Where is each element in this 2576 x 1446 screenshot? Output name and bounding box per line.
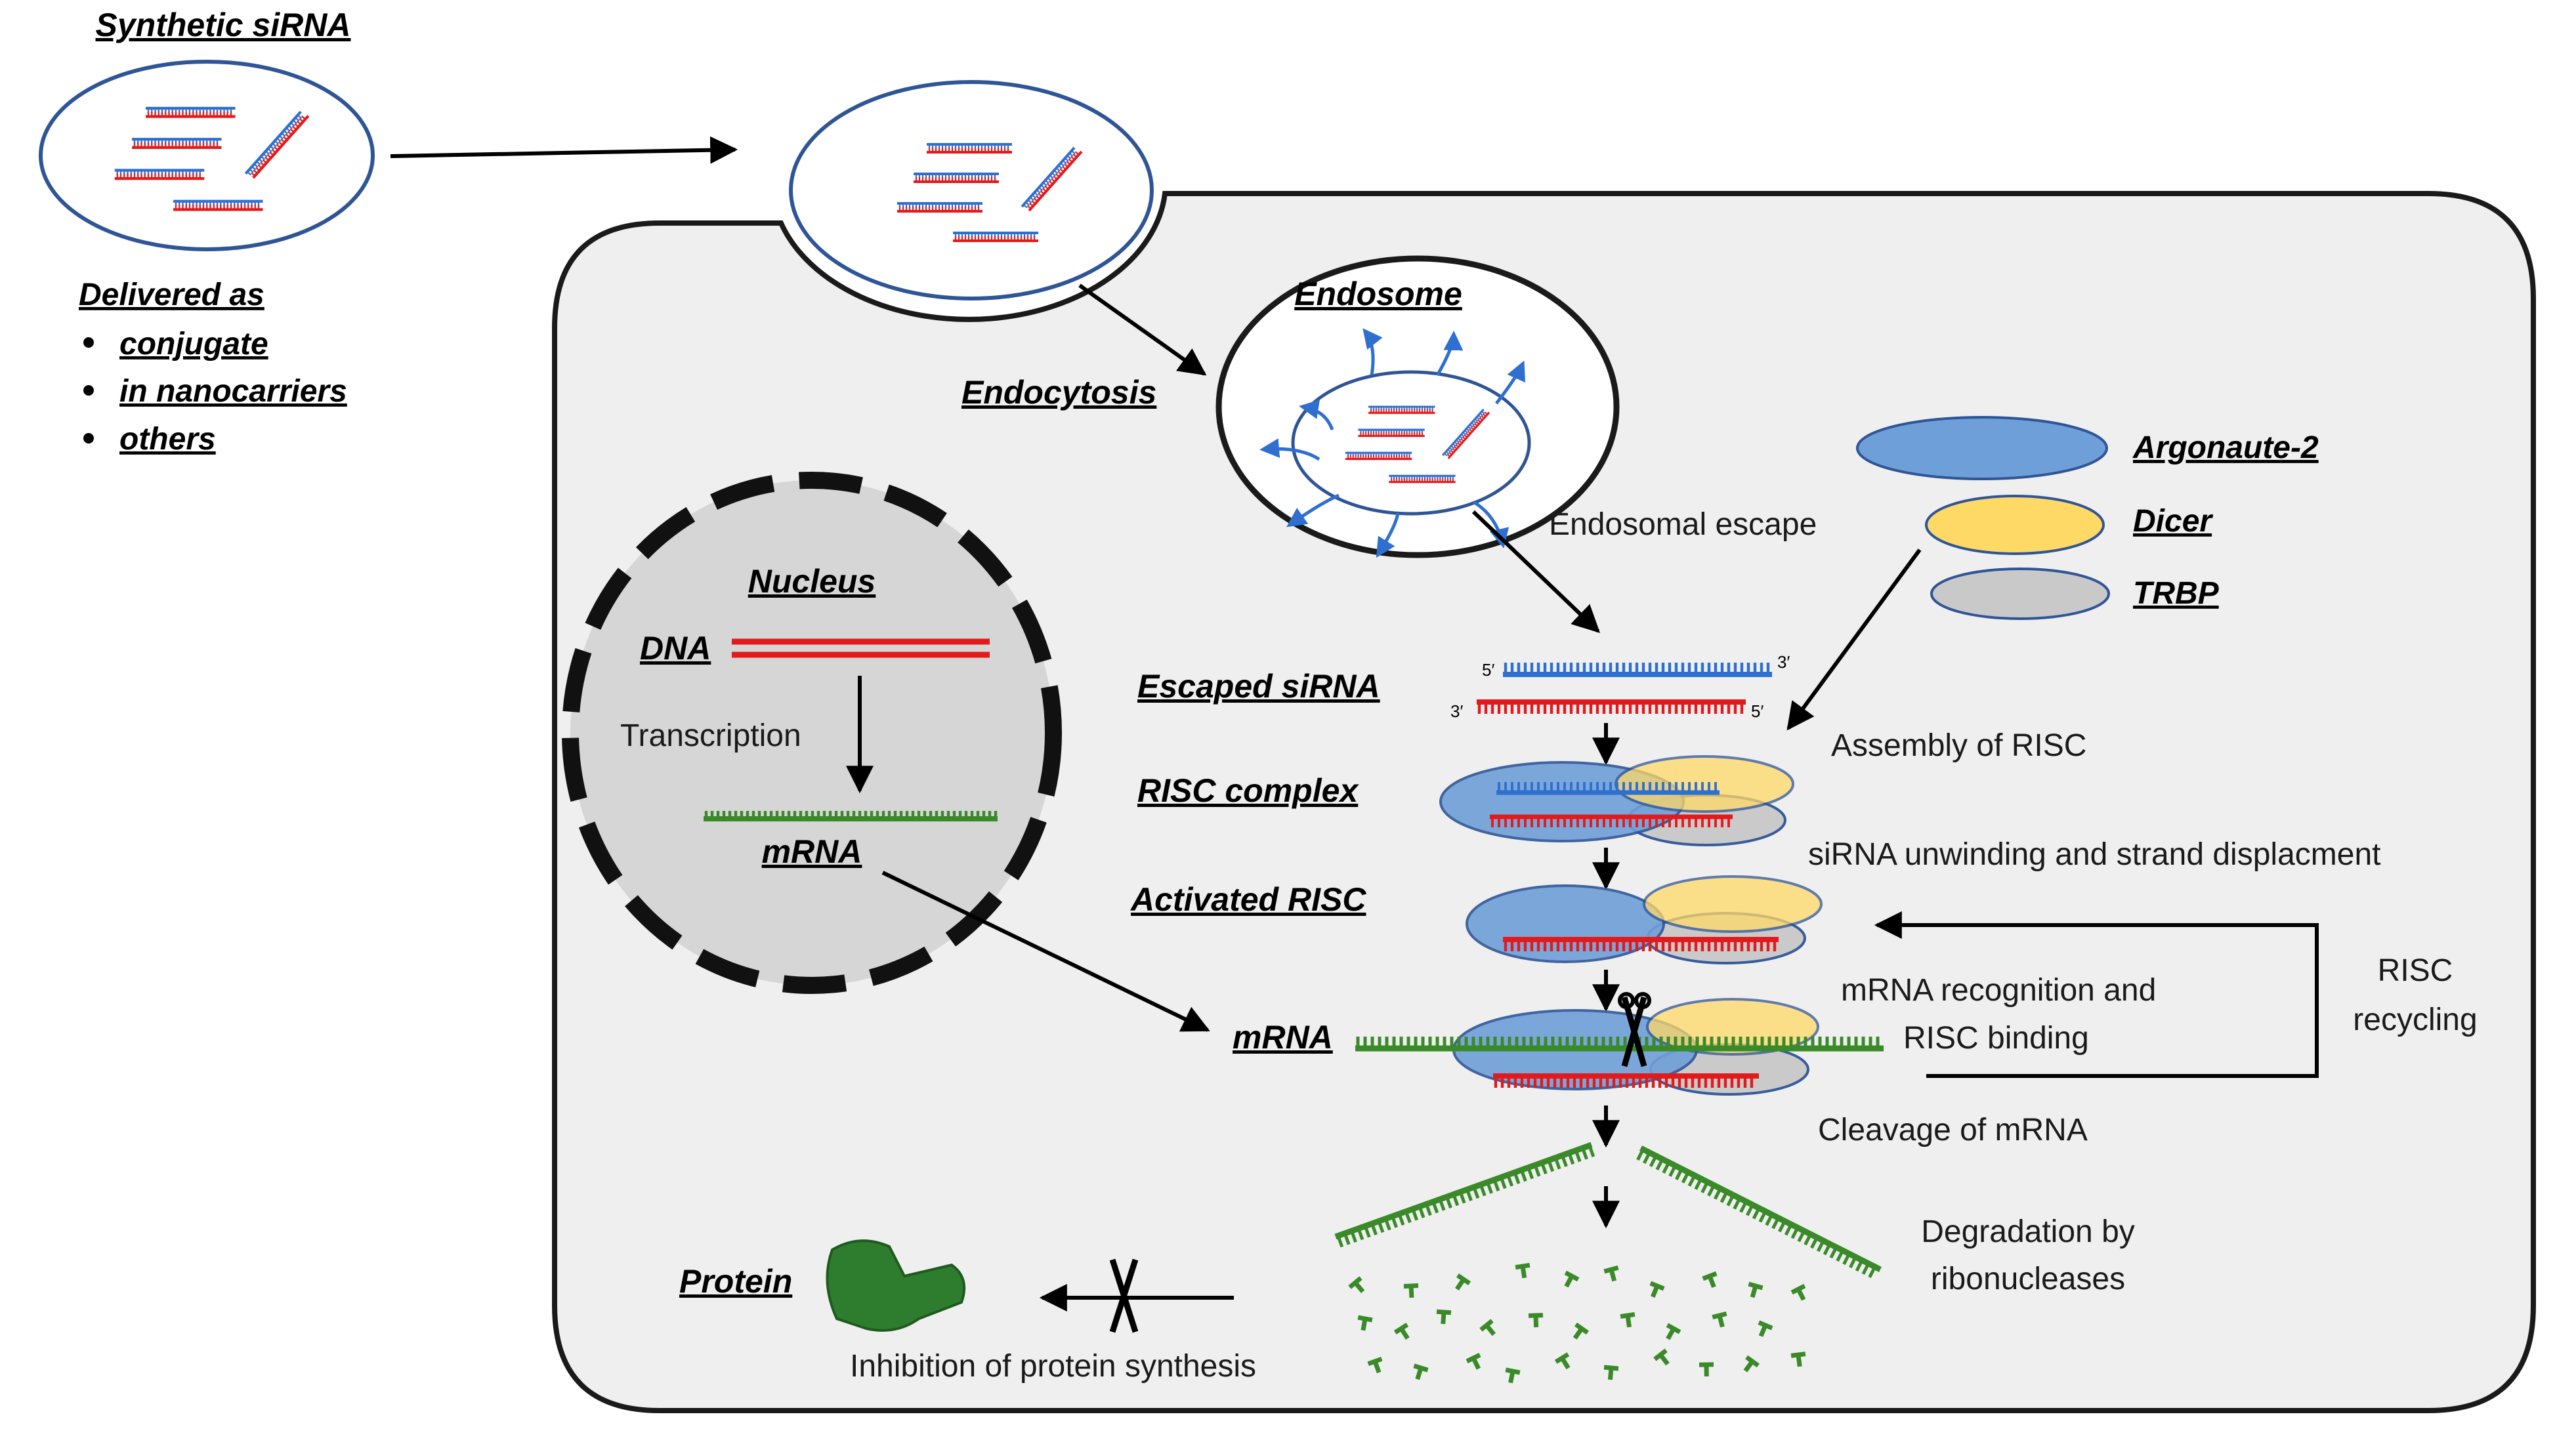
delivered-as-label: Delivered as [79, 278, 264, 312]
nucleus-label: Nucleus [748, 563, 876, 600]
five-prime-bottom: 5′ [1751, 701, 1763, 721]
transcription-label: Transcription [620, 718, 801, 753]
endosome-inner-vesicle [1293, 372, 1529, 514]
endosomal-escape-label: Endosomal escape [1549, 507, 1817, 542]
argonaute-legend-swatch [1857, 417, 2107, 479]
delivery-options-list: conjugate in nanocarriers others [83, 327, 347, 457]
trbp-legend-swatch [1932, 569, 2109, 619]
unwinding-label: siRNA unwinding and strand displacment [1808, 837, 2380, 872]
endosome-label: Endosome [1294, 276, 1462, 312]
legend-label-dicer: Dicer [2133, 504, 2213, 539]
delivery-option: others [119, 422, 216, 457]
bullet-icon [83, 337, 94, 348]
protein-label: Protein [679, 1263, 792, 1300]
delivery-option: in nanocarriers [119, 374, 347, 409]
cleavage-label: Cleavage of mRNA [1818, 1113, 2088, 1147]
assembly-label: Assembly of RISC [1831, 728, 2086, 763]
cytoplasm-mrna-label: mRNA [1233, 1019, 1333, 1056]
three-prime-top: 3′ [1777, 652, 1790, 672]
legend-label-trbp: TRBP [2133, 576, 2220, 611]
delivery-option: conjugate [119, 327, 268, 362]
activated-risc-label: Activated RISC [1130, 881, 1366, 918]
five-prime-top: 5′ [1482, 660, 1494, 680]
risc-recycling-label-line1: RISC [2378, 953, 2453, 988]
dicer-legend-swatch [1926, 496, 2103, 554]
legend-label-argonaute: Argonaute-2 [2132, 430, 2319, 465]
escaped-sirna-label: Escaped siRNA [1137, 668, 1380, 705]
synthetic-sirna-vesicle [41, 62, 373, 249]
degradation-label-line2: ribonucleases [1931, 1262, 2125, 1296]
degradation-label-line1: Degradation by [1921, 1214, 2135, 1249]
antisense-strand [1358, 432, 1424, 436]
internalizing-vesicle [791, 82, 1152, 299]
activated-dicer [1644, 877, 1821, 932]
risc-complex [1441, 756, 1793, 845]
antisense-strand [1345, 455, 1412, 459]
bullet-icon [83, 385, 94, 396]
risc-antisense-strand [1490, 817, 1733, 827]
synthetic-sirna-label: Synthetic siRNA [96, 7, 351, 43]
nuclear-mrna-label: mRNA [762, 833, 862, 870]
bullet-icon [83, 433, 94, 444]
recognition-label-line1: mRNA recognition and [1841, 973, 2156, 1008]
recognition-label-line2: RISC binding [1903, 1021, 2089, 1056]
inhibition-label: Inhibition of protein synthesis [850, 1349, 1256, 1384]
antisense-strand [1389, 478, 1455, 482]
delivery-arrow [391, 150, 735, 156]
antisense-strand [1368, 409, 1435, 413]
dna-label: DNA [640, 630, 711, 667]
risc-recycling-label-line2: recycling [2353, 1002, 2477, 1037]
endocytosis-label: Endocytosis [961, 374, 1156, 411]
risc-complex-label: RISC complex [1137, 772, 1359, 809]
three-prime-bottom: 3′ [1450, 701, 1463, 721]
